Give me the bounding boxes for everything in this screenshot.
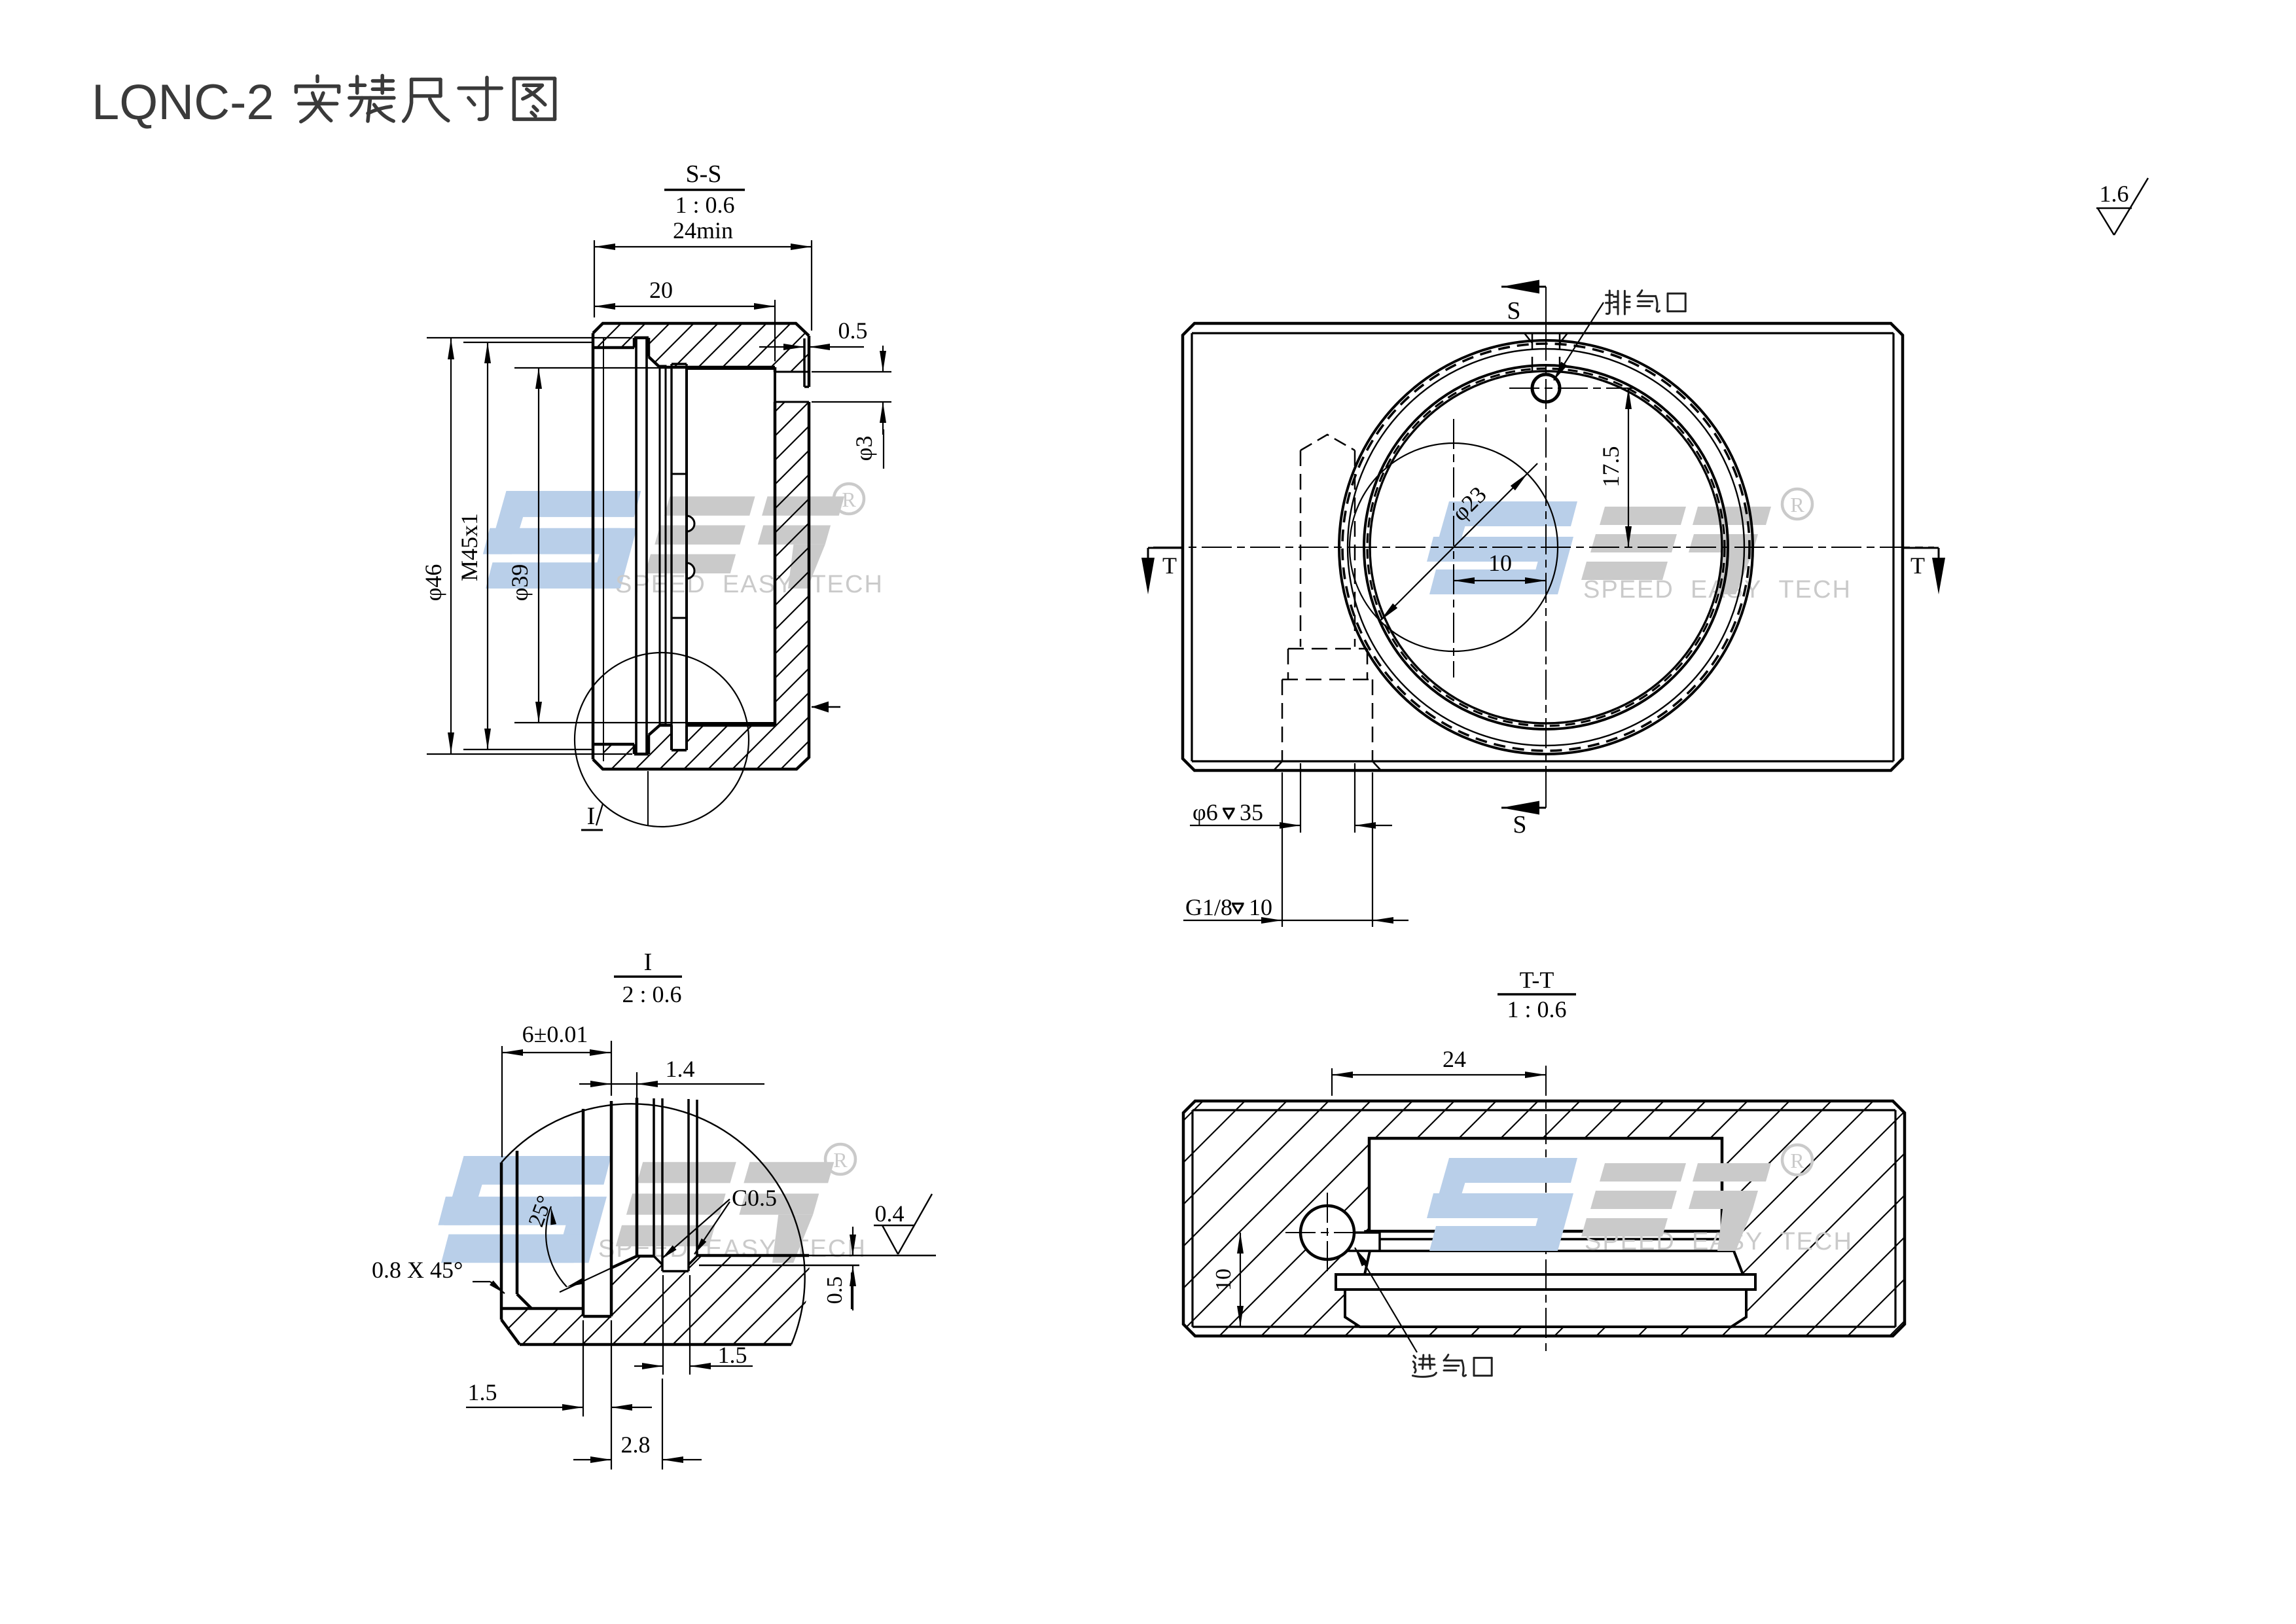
svg-text:1.5: 1.5 (718, 1342, 747, 1368)
svg-text:LQNC-2: LQNC-2 (92, 75, 274, 130)
svg-text:R: R (842, 488, 856, 511)
svg-text:SPEED EASY TECH: SPEED EASY TECH (1585, 1228, 1853, 1255)
svg-text:1.6: 1.6 (2100, 181, 2129, 207)
svg-text:6±0.01: 6±0.01 (522, 1021, 588, 1047)
svg-text:0.4: 0.4 (875, 1200, 905, 1227)
svg-text:φ39: φ39 (507, 564, 533, 602)
svg-text:T-T: T-T (1520, 967, 1554, 993)
svg-text:1 : 0.6: 1 : 0.6 (675, 192, 734, 218)
svg-text:SPEED EASY TECH: SPEED EASY TECH (615, 571, 884, 598)
svg-text:S-S: S-S (686, 160, 722, 188)
svg-text:35: 35 (1240, 799, 1263, 825)
svg-text:0.8 X 45°: 0.8 X 45° (372, 1257, 463, 1283)
svg-text:M45x1: M45x1 (456, 513, 482, 581)
svg-text:24: 24 (1443, 1046, 1466, 1072)
svg-text:I: I (644, 948, 653, 976)
svg-text:R: R (1790, 493, 1804, 516)
svg-text:10: 10 (1488, 550, 1512, 576)
svg-text:C0.5: C0.5 (732, 1185, 777, 1211)
svg-text:20: 20 (649, 277, 673, 303)
svg-text:S: S (1513, 811, 1526, 839)
svg-text:1.5: 1.5 (468, 1379, 497, 1405)
svg-text:R: R (1790, 1149, 1804, 1172)
svg-text:φ3: φ3 (851, 436, 877, 461)
svg-text:24min: 24min (673, 217, 733, 244)
svg-text:T: T (1910, 552, 1925, 579)
svg-text:G1/8: G1/8 (1185, 894, 1232, 920)
svg-text:0.5: 0.5 (838, 317, 868, 344)
svg-text:17.5: 17.5 (1598, 446, 1624, 488)
svg-text:10: 10 (1211, 1269, 1236, 1291)
svg-text:φ6: φ6 (1193, 799, 1218, 825)
svg-text:1 : 0.6: 1 : 0.6 (1507, 996, 1566, 1022)
svg-text:φ46: φ46 (420, 564, 446, 602)
svg-text:0.5: 0.5 (823, 1276, 847, 1305)
svg-text:R: R (833, 1148, 848, 1172)
svg-text:2 : 0.6: 2 : 0.6 (622, 981, 681, 1007)
svg-text:1.4: 1.4 (666, 1056, 695, 1082)
svg-text:I: I (587, 803, 596, 830)
svg-text:2.8: 2.8 (621, 1432, 651, 1458)
svg-text:10: 10 (1249, 894, 1272, 920)
svg-text:T: T (1162, 552, 1177, 579)
svg-text:S: S (1507, 297, 1520, 325)
